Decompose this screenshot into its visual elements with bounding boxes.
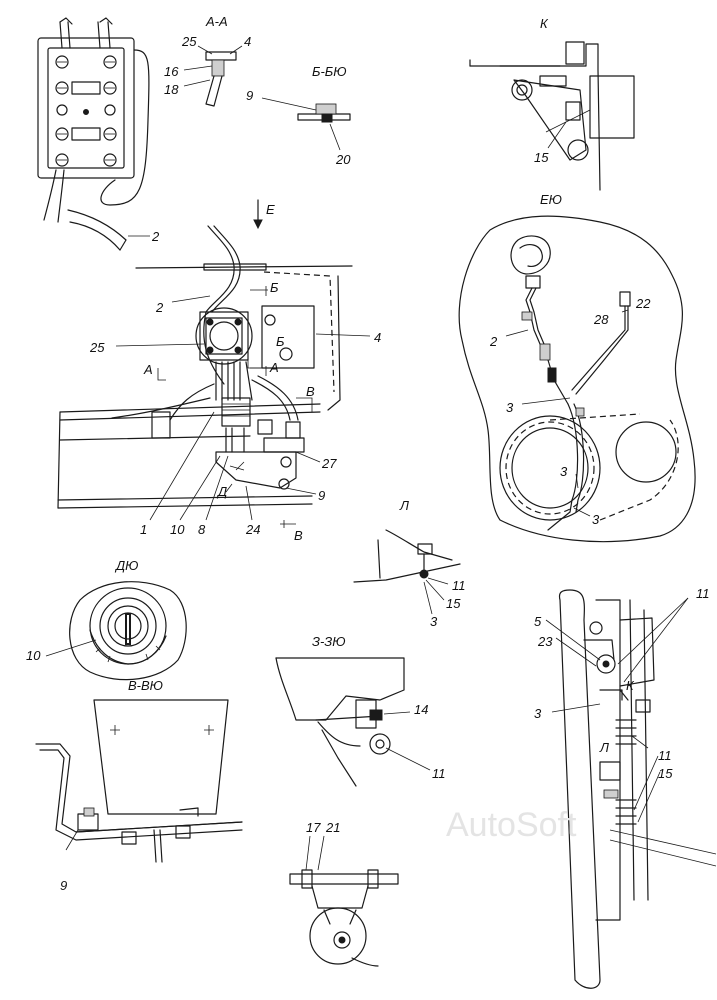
- view-title-z-z: З-ЗЮ: [312, 634, 346, 649]
- right-frame-view: 5 23 3 11 11 15 К Л: [534, 586, 717, 989]
- callout-3-l: 3: [430, 614, 438, 629]
- view-title-e: ЕЮ: [540, 192, 562, 207]
- view-title-l: Л: [399, 498, 409, 513]
- callout-17: 17: [306, 820, 321, 835]
- mark-b-top: Б: [270, 280, 279, 295]
- callout-10-main: 10: [170, 522, 185, 537]
- callout-22: 22: [635, 296, 651, 311]
- callout-2-e: 2: [489, 334, 498, 349]
- callout-4-a: 4: [244, 34, 251, 49]
- view-z-z: З-ЗЮ 14 11: [275, 634, 446, 787]
- view-title-v-v: В-ВЮ: [128, 678, 163, 693]
- view-d: ДЮ 10: [26, 558, 187, 681]
- mark-e: Е: [266, 202, 275, 217]
- callout-8: 8: [198, 522, 206, 537]
- mark-a-left: А: [143, 362, 153, 377]
- terminal-block-view: 2: [37, 17, 160, 251]
- view-title-d: ДЮ: [114, 558, 138, 573]
- section-b-b: Б-БЮ 9 20: [246, 64, 351, 167]
- callout-15-k: 15: [534, 150, 549, 165]
- view-v-v: В-ВЮ 9: [35, 678, 243, 893]
- mark-d: Д: [216, 484, 227, 499]
- callout-3-e1: 3: [506, 400, 514, 415]
- callout-21: 21: [325, 820, 340, 835]
- view-e: ЕЮ 2 3 3 3 28 22: [458, 192, 696, 543]
- callout-3-e3: 3: [592, 512, 600, 527]
- view-l: Л 11 15 3: [353, 498, 466, 629]
- callout-1: 1: [140, 522, 147, 537]
- watermark: AutoSoft: [446, 806, 577, 844]
- callout-23: 23: [537, 634, 553, 649]
- mark-b-bottom: Б: [276, 334, 285, 349]
- view-title-a-a: А-А: [205, 14, 228, 29]
- callout-27: 27: [321, 456, 337, 471]
- callout-11-r1: 11: [696, 586, 710, 601]
- mark-a-right: А: [269, 360, 279, 375]
- callout-11-r2: 11: [658, 748, 672, 763]
- callout-25-main: 25: [89, 340, 105, 355]
- bottom-motor-view: 17 21: [289, 820, 399, 967]
- mark-v-bottom: В: [294, 528, 303, 543]
- callout-11-l: 11: [452, 578, 466, 593]
- mark-k: К: [626, 678, 635, 693]
- callout-15-l: 15: [446, 596, 461, 611]
- section-a-a: А-А 25 4 16 18: [164, 14, 251, 107]
- view-title-b-b: Б-БЮ: [312, 64, 347, 79]
- callout-3-e2: 3: [560, 464, 568, 479]
- callout-10-d: 10: [26, 648, 41, 663]
- callout-28: 28: [593, 312, 609, 327]
- callout-25-a: 25: [181, 34, 197, 49]
- callout-3-r: 3: [534, 706, 542, 721]
- callout-9-b: 9: [246, 88, 253, 103]
- callout-2-main: 2: [155, 300, 164, 315]
- mark-l: Л: [599, 740, 609, 755]
- callout-20: 20: [335, 152, 351, 167]
- view-k: К 15: [469, 16, 635, 191]
- callout-16: 16: [164, 64, 179, 79]
- callout-9-main: 9: [318, 488, 325, 503]
- callout-18: 18: [164, 82, 179, 97]
- callout-9-v: 9: [60, 878, 67, 893]
- callout-2-harness: 2: [151, 229, 160, 244]
- callout-24: 24: [245, 522, 260, 537]
- mark-v-top: В: [306, 384, 315, 399]
- callout-14: 14: [414, 702, 428, 717]
- callout-5: 5: [534, 614, 542, 629]
- view-title-k: К: [540, 16, 549, 31]
- callout-4-main: 4: [374, 330, 381, 345]
- callout-11-z: 11: [432, 766, 446, 781]
- callout-15-r: 15: [658, 766, 673, 781]
- main-assembly-view: Е: [57, 199, 381, 543]
